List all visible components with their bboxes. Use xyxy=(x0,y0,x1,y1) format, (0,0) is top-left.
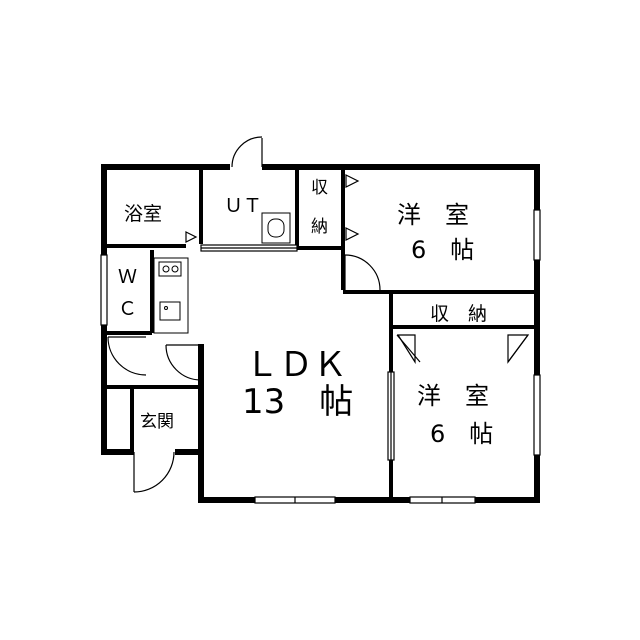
bath-label: 浴室 xyxy=(124,203,162,225)
utility-label: ＵＴ xyxy=(224,195,262,217)
bedroom-north-label-1: 洋 室 xyxy=(397,201,469,229)
fixtures xyxy=(153,212,291,334)
storage-top-label-2: 納 xyxy=(311,217,328,237)
doors xyxy=(107,136,530,493)
ldk-label-2: 13 帖 xyxy=(242,382,353,422)
wc-label-2: Ｃ xyxy=(118,298,137,320)
storage-top-label-1: 収 xyxy=(311,178,328,198)
wc-label-1: Ｗ xyxy=(118,266,137,288)
bedroom-south-label-1: 洋 室 xyxy=(417,382,489,410)
room-labels: 浴室 ＵＴ 収 納 洋 室 6 帖 Ｗ Ｃ ＬＤＫ 13 帖 収 納 洋 室 6… xyxy=(118,178,493,448)
bedroom-south-label-2: 6 帖 xyxy=(430,420,493,448)
bedroom-north-label-2: 6 帖 xyxy=(411,236,474,264)
storage-mid-label: 収 納 xyxy=(430,303,487,325)
windows xyxy=(100,209,541,504)
ldk-label-1: ＬＤＫ xyxy=(245,345,347,385)
entrance-label: 玄関 xyxy=(140,412,174,432)
